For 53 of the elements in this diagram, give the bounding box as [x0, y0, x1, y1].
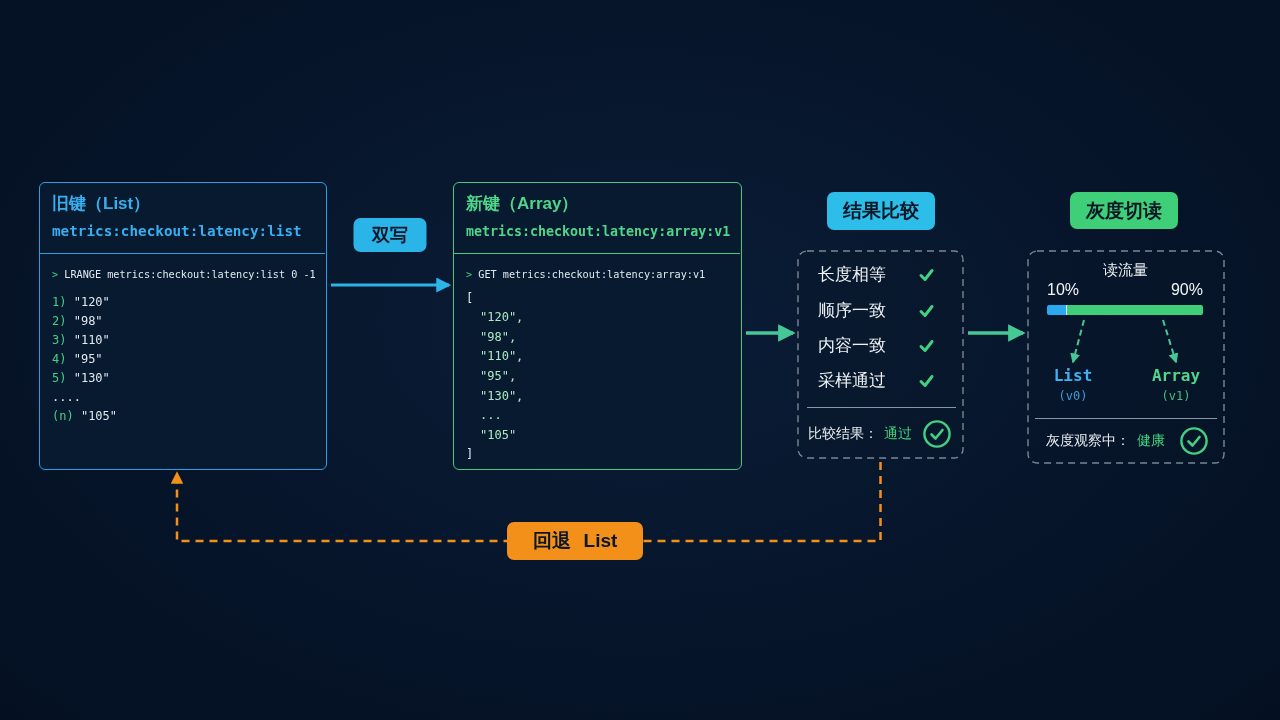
output-line: 5) "130" [52, 370, 110, 385]
percent-label: 90% [1170, 280, 1203, 300]
check-item: 采样通过 [818, 370, 886, 392]
key-name: metrics:checkout:latency:list [52, 223, 302, 241]
rollout-panel [1027, 250, 1225, 464]
panel-title: 新键（Array） [466, 193, 579, 215]
key-name: metrics:checkout:latency:array:v1 [466, 223, 731, 241]
dashed-arrow [1162, 319, 1179, 364]
version-tag: (v1) [1161, 388, 1191, 404]
stage-pill [1070, 192, 1178, 229]
check-item: 顺序一致 [818, 300, 886, 322]
version-name: Array [1151, 366, 1201, 386]
output-line: ... [480, 407, 502, 423]
command-line: > GET metrics:checkout:latency:array:v1 [466, 268, 706, 282]
traffic-split-bar [1047, 305, 1203, 315]
arrow [331, 277, 452, 293]
output-line: "98", [480, 329, 517, 345]
status-label: 灰度观察中： [1046, 432, 1130, 450]
result-value: 通过 [884, 425, 912, 443]
edge-label: 双写 [353, 218, 427, 252]
edge-label: 回退 List [507, 522, 643, 560]
command-line: > LRANGE metrics:checkout:latency:list 0 -1 [52, 268, 316, 282]
output-line: "130", [480, 388, 524, 403]
output-line: 3) "110" [52, 332, 110, 347]
check-panel [797, 250, 964, 459]
status-value: 健康 [1137, 432, 1165, 450]
output-line: "105" [480, 427, 517, 443]
code-panel [453, 182, 742, 470]
percent-label: 10% [1047, 280, 1080, 300]
output-line: "110", [480, 348, 524, 364]
version-tag: (v0) [1058, 388, 1088, 404]
output-line: ] [466, 446, 474, 462]
check-item: 内容一致 [818, 335, 886, 357]
version-name: List [1053, 366, 1093, 386]
output-line: 2) "98" [52, 313, 103, 328]
output-line: 1) "120" [52, 294, 110, 309]
result-label: 比较结果： [808, 425, 878, 443]
arrow [968, 324, 1026, 342]
stage-title: 结果比较 [843, 199, 919, 223]
check-item: 长度相等 [818, 264, 886, 286]
code-panel [39, 182, 327, 470]
output-line: .... [52, 389, 81, 404]
output-line: "120", [480, 309, 524, 325]
output-line: 4) "95" [52, 351, 103, 366]
output-line: "95", [480, 368, 517, 384]
arrow [746, 324, 796, 342]
dashed-arrow [1070, 319, 1085, 364]
output-line: [ [466, 290, 474, 305]
stage-pill [827, 192, 935, 230]
panel-heading: 读流量 [1102, 260, 1148, 280]
output-line: (n) "105" [52, 408, 118, 423]
panel-title: 旧键（List） [52, 193, 151, 215]
stage-title: 灰度切读 [1086, 198, 1162, 223]
